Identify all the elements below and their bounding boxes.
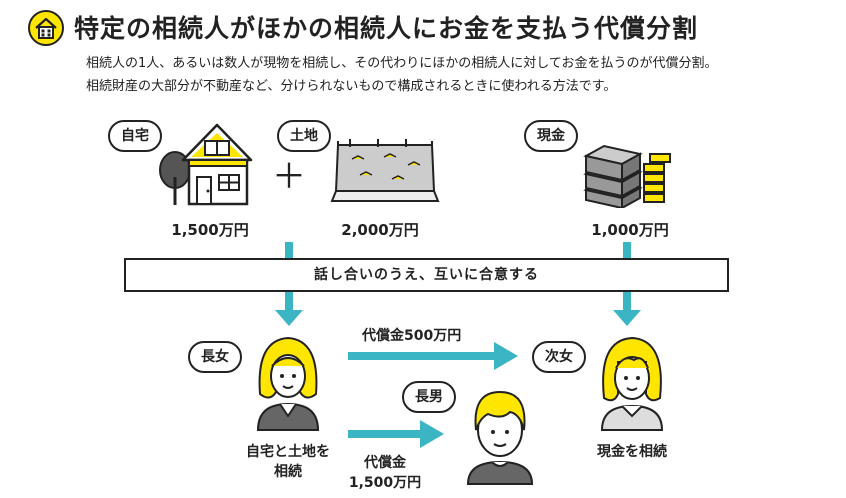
eldest-son-illustration bbox=[458, 380, 542, 486]
cash-illustration bbox=[582, 138, 674, 210]
arrow-down-icon bbox=[613, 292, 641, 328]
payment-label-second-daughter: 代償金500万円 bbox=[362, 328, 462, 344]
house-tag: 自宅 bbox=[108, 120, 162, 152]
description-line-2: 相続財産の大部分が不動産など、分けられないもので構成されるときに使われる方法です… bbox=[86, 79, 617, 94]
eldest-daughter-result-line2: 相続 bbox=[274, 464, 302, 480]
description-line-1: 相続人の1人、あるいは数人が現物を相続し、その代わりにほかの相続人に対してお金を… bbox=[86, 56, 718, 71]
arrow-right-icon bbox=[348, 342, 518, 370]
arrow-right-icon bbox=[348, 420, 444, 448]
house-icon bbox=[28, 10, 64, 46]
second-daughter-result: 現金を相続 bbox=[597, 444, 667, 460]
eldest-daughter-illustration bbox=[246, 332, 330, 432]
eldest-son-tag: 長男 bbox=[402, 381, 456, 413]
eldest-daughter-result-line1: 自宅と土地を bbox=[246, 444, 330, 460]
payment-label-eldest-son-line1: 代償金 bbox=[364, 455, 406, 471]
eldest-daughter-tag: 長女 bbox=[188, 341, 242, 373]
land-tag: 土地 bbox=[277, 120, 331, 152]
second-daughter-illustration bbox=[590, 332, 674, 432]
agreement-banner: 話し合いのうえ、互いに合意する bbox=[124, 258, 729, 292]
arrow-down-shaft-right-top bbox=[623, 242, 631, 258]
house-amount: 1,500万円 bbox=[171, 221, 249, 239]
arrow-down-icon bbox=[275, 292, 303, 328]
plus-sign: ＋ bbox=[272, 157, 306, 197]
payment-label-eldest-son-line2: 1,500万円 bbox=[348, 475, 422, 491]
page-title: 特定の相続人がほかの相続人にお金を支払う代償分割 bbox=[74, 14, 699, 43]
land-amount: 2,000万円 bbox=[341, 221, 419, 239]
second-daughter-tag: 次女 bbox=[532, 341, 586, 373]
cash-amount: 1,000万円 bbox=[591, 221, 669, 239]
house-illustration bbox=[155, 115, 260, 207]
cash-tag: 現金 bbox=[524, 120, 578, 152]
arrow-down-shaft-left-top bbox=[285, 242, 293, 258]
land-illustration bbox=[330, 135, 440, 207]
